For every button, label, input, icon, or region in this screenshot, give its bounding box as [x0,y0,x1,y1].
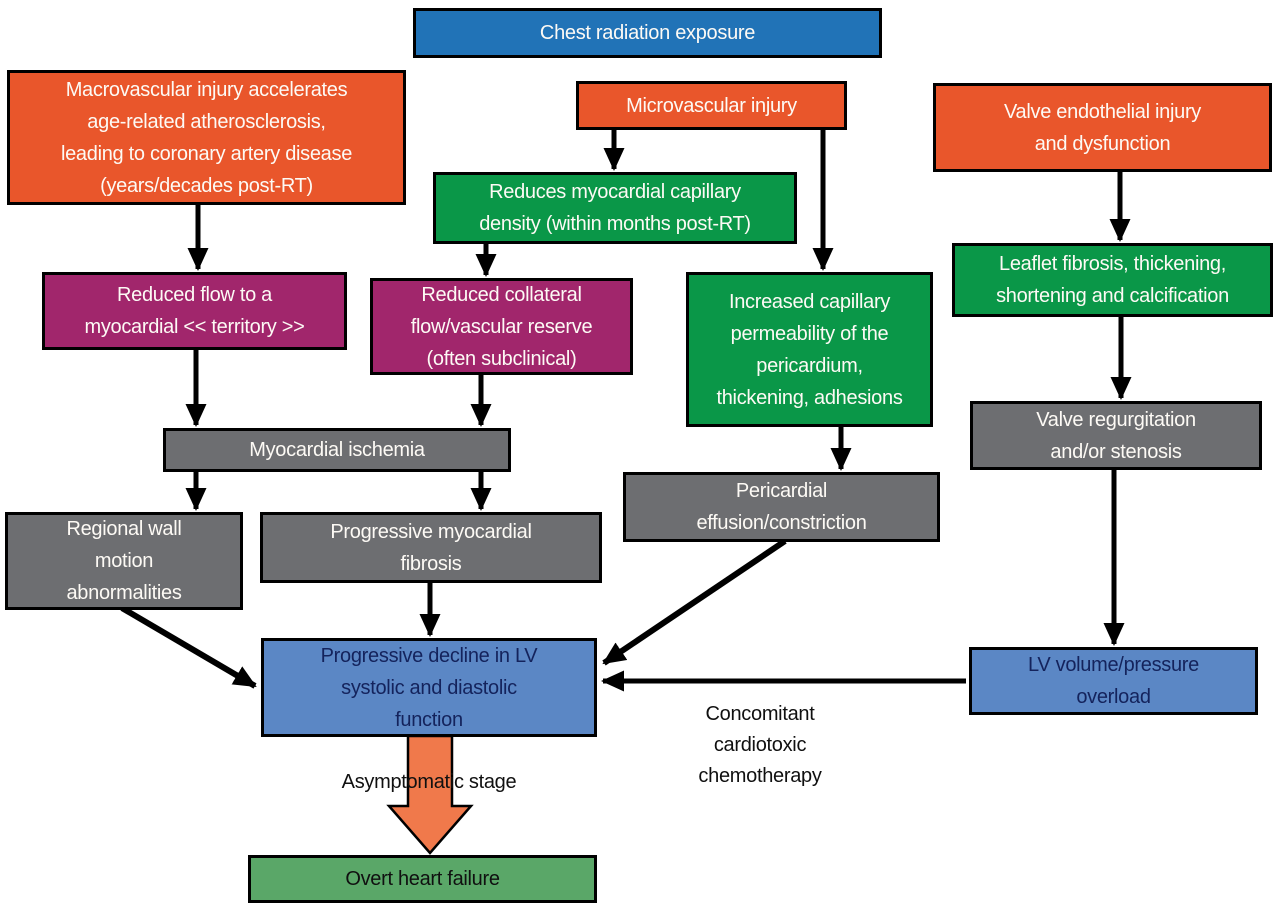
node-reduced-flow-territory: Reduced flow to a myocardial << territor… [42,272,347,350]
node-microvascular-injury: Microvascular injury [576,81,847,130]
node-lv-volume-pressure-overload: LV volume/pressure overload [969,647,1258,715]
node-regional-wall-motion-abnormalities: Regional wall motion abnormalities [5,512,243,610]
node-progressive-myocardial-fibrosis: Progressive myocardial fibrosis [260,512,602,583]
node-valve-endothelial-injury: Valve endothelial injury and dysfunction [933,83,1272,172]
node-reduces-myocardial-capillary-density: Reduces myocardial capillary density (wi… [433,172,797,244]
arrow-regional-wall-to-decline [120,605,257,689]
node-macrovascular-injury: Macrovascular injury accelerates age-rel… [7,70,406,205]
node-leaflet-fibrosis: Leaflet fibrosis, thickening, shortening… [952,243,1273,317]
node-reduced-collateral-flow: Reduced collateral flow/vascular reserve… [370,278,633,375]
node-valve-regurgitation-stenosis: Valve regurgitation and/or stenosis [970,401,1262,470]
arrow-pericardial-to-decline [602,538,787,666]
label-concomitant-cardiotoxic-chemotherapy: Concomitant cardiotoxic chemotherapy [698,703,822,787]
node-overt-heart-failure: Overt heart failure [248,855,597,903]
node-myocardial-ischemia: Myocardial ischemia [163,428,511,472]
label-asymptomatic-stage: Asymptomatic stage [341,771,517,793]
asymptomatic-stage-block-arrow [386,734,474,855]
node-increased-capillary-permeability: Increased capillary permeability of the … [686,272,933,427]
node-pericardial-effusion-constriction: Pericardial effusion/constriction [623,472,940,542]
node-chest-radiation-exposure: Chest radiation exposure [413,8,882,58]
node-progressive-decline-lv-function: Progressive decline in LV systolic and d… [261,638,597,737]
